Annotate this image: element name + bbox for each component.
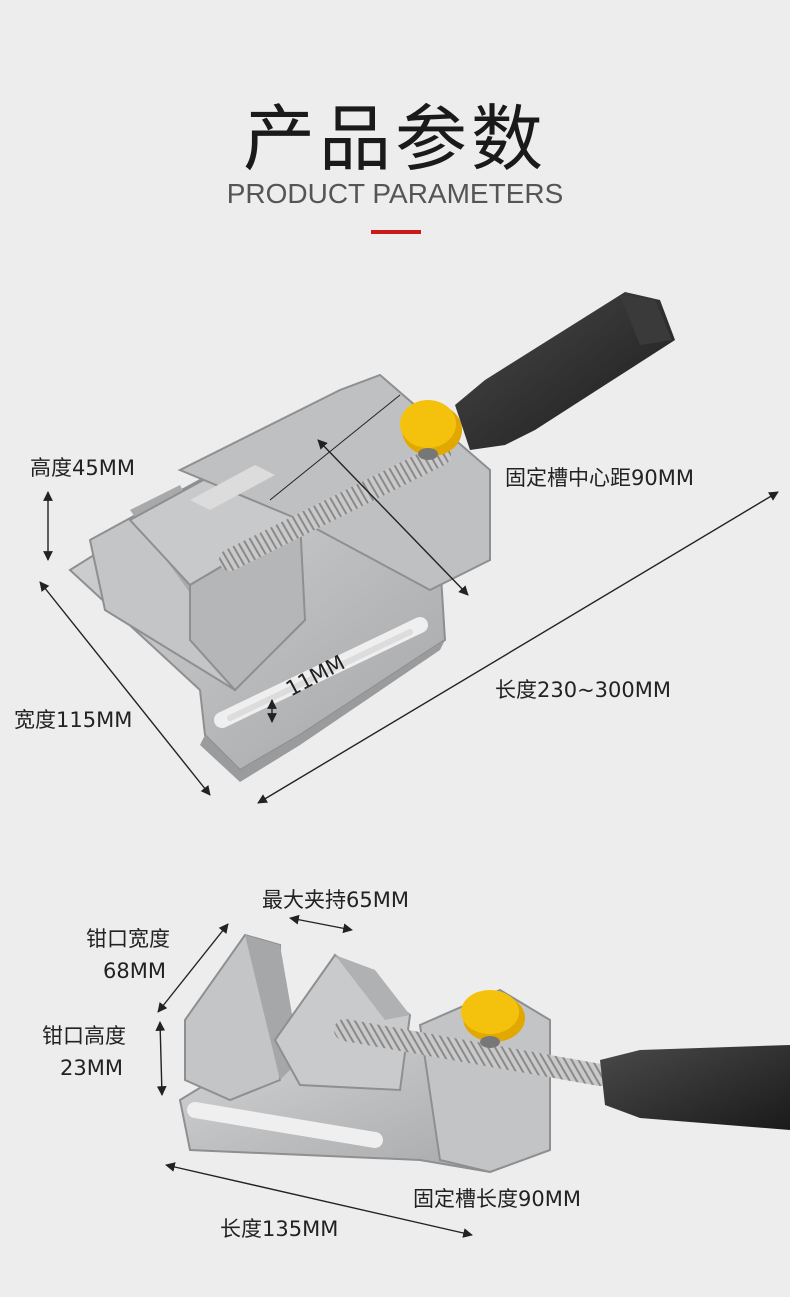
slot-spacing-label: 固定槽中心距90MM <box>505 466 694 490</box>
top-vise-dimensions <box>39 394 779 804</box>
jaw-height-label: 钳口高度 <box>42 1024 126 1048</box>
bottom-vise-image <box>178 933 790 1174</box>
jaw-height-value: 23MM <box>60 1056 123 1080</box>
page-subtitle: PRODUCT PARAMETERS <box>226 178 564 209</box>
bottom-vise-dimensions <box>155 914 473 1238</box>
bottom-length-label: 长度135MM <box>220 1217 339 1241</box>
top-length-label: 长度230~300MM <box>495 678 671 702</box>
height-label: 高度45MM <box>30 456 135 480</box>
jaw-width-label: 钳口宽度 <box>86 927 170 951</box>
jaw-width-value: 68MM <box>103 959 166 983</box>
top-vise-image <box>68 292 675 782</box>
title-underline <box>371 230 421 234</box>
max-clamp-label: 最大夹持65MM <box>262 888 409 912</box>
slot-length-label: 固定槽长度90MM <box>413 1187 581 1211</box>
page-title: 产品参数 <box>242 97 547 181</box>
width-label: 宽度115MM <box>14 708 133 732</box>
